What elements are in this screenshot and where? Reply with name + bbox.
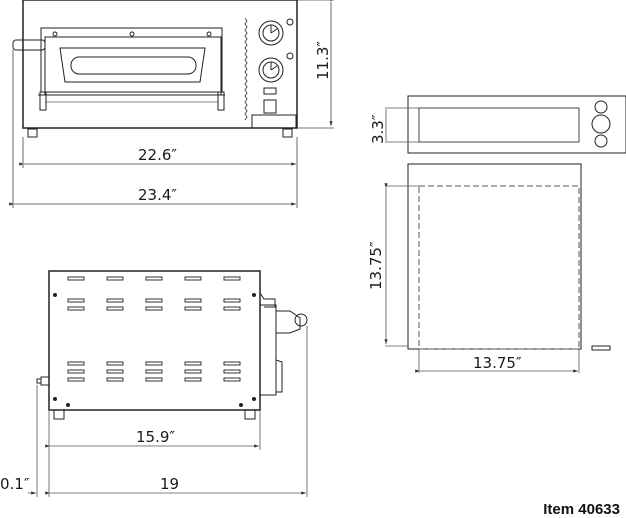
top-opening-height-dim: 3.3″	[369, 114, 387, 144]
front-body-width-dim: 22.6″	[138, 146, 177, 164]
side-dimensions	[28, 326, 308, 497]
front-overall-width-dim: 23.4″	[138, 186, 177, 204]
side-overall-depth-dim: 19	[160, 475, 179, 493]
item-number-label: Item 40633	[543, 501, 620, 518]
plan-depth-dim: 13.75″	[367, 241, 385, 290]
side-offset-dim: 0.1″	[0, 475, 30, 493]
front-dimensions	[9, 0, 334, 208]
top-view	[385, 95, 626, 154]
plan-view	[384, 163, 611, 373]
front-view	[12, 0, 298, 138]
side-view	[36, 270, 308, 420]
side-body-depth-dim: 15.9″	[136, 428, 175, 446]
front-height-dim: 11.3″	[314, 41, 332, 80]
plan-width-dim: 13.75″	[473, 354, 522, 372]
